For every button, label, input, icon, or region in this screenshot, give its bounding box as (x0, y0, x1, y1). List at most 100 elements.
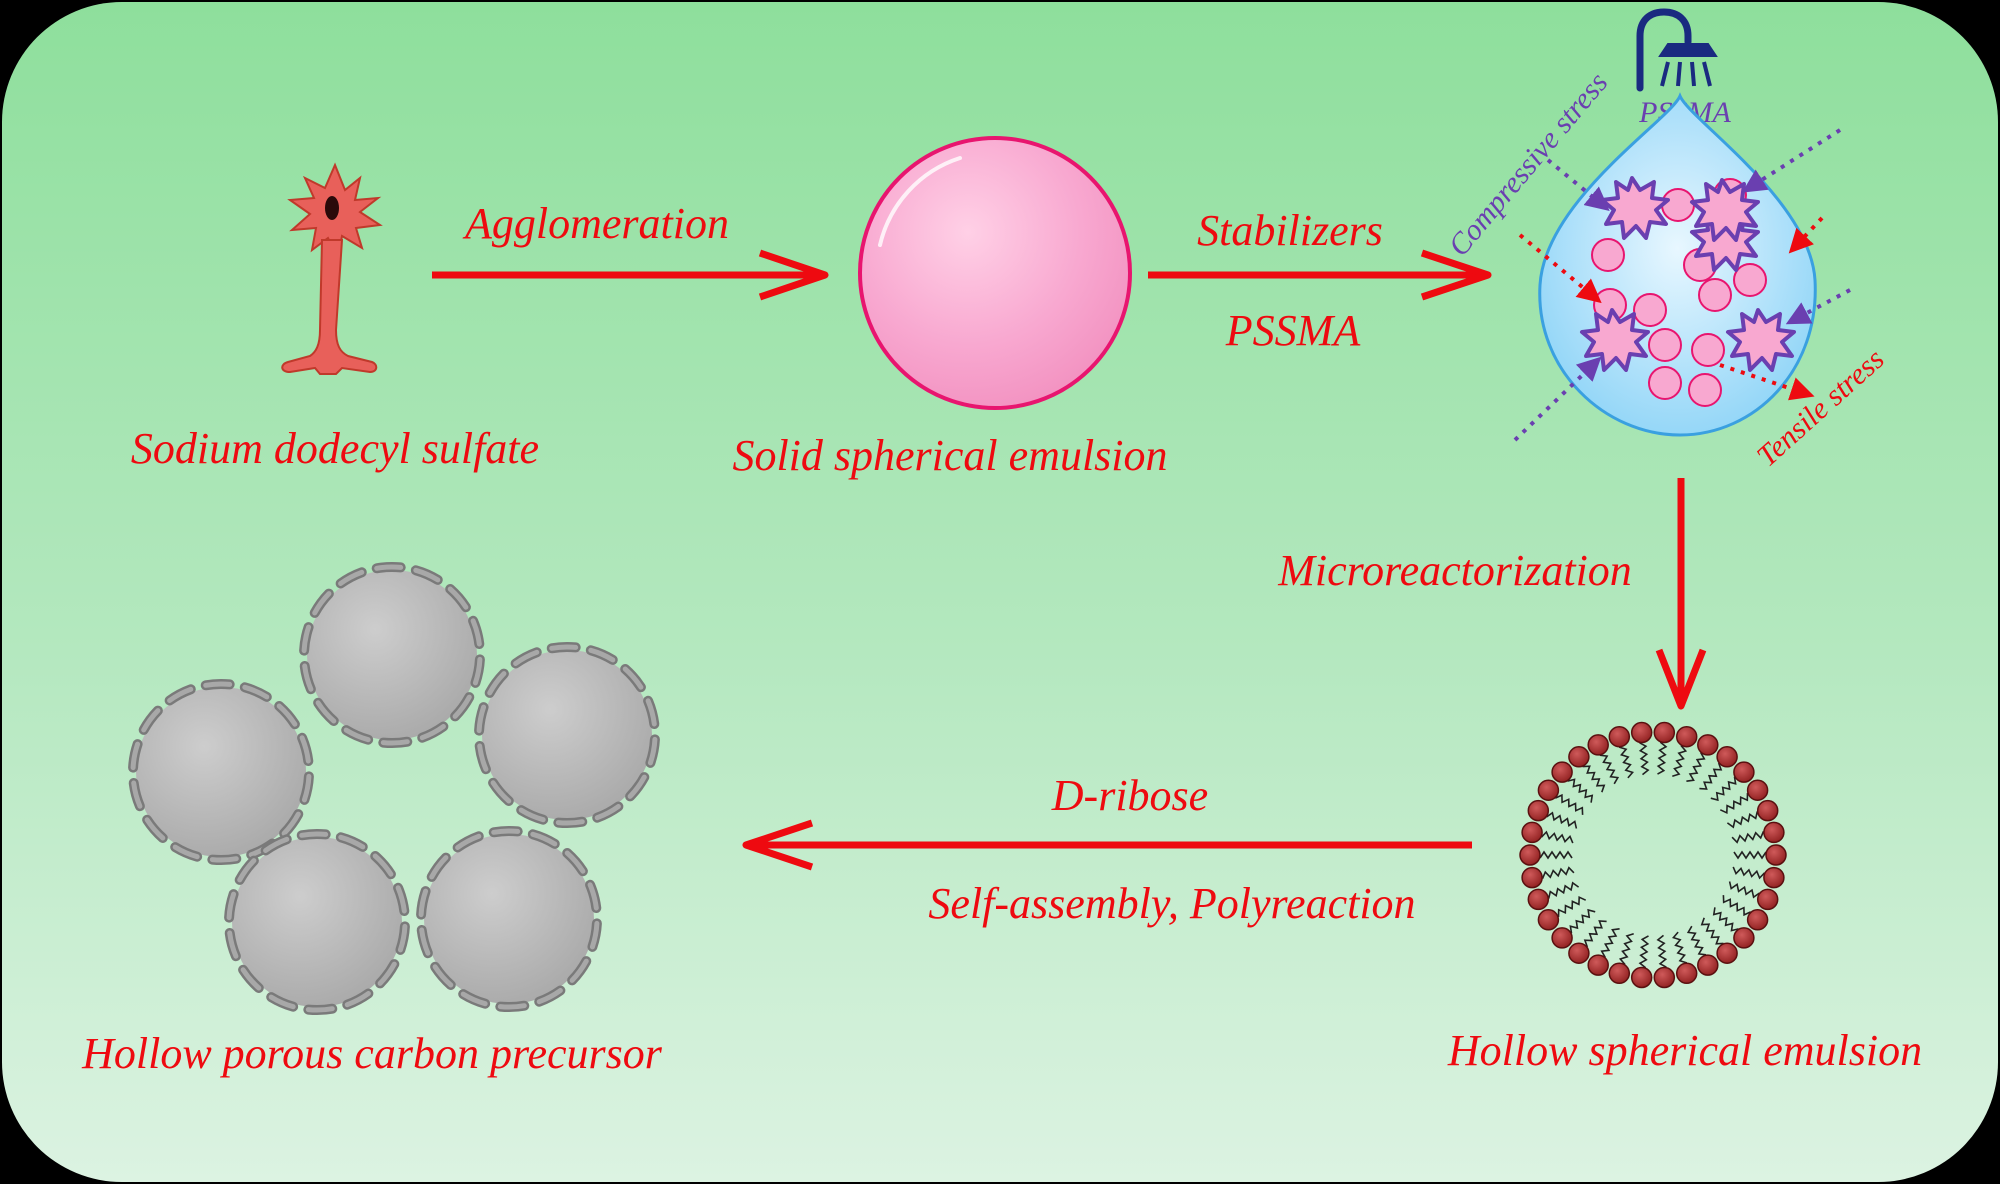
solid-spherical-emulsion (858, 136, 1132, 410)
carbon-precursor-label: Hollow porous carbon precursor (81, 1029, 663, 1078)
lipid-head-icon (1733, 761, 1755, 783)
sds-label: Sodium dodecyl sulfate (131, 424, 539, 473)
carbon-precursor-spheres (128, 562, 660, 1015)
shell-segment-highlight (419, 724, 446, 741)
shell-segment-highlight (647, 736, 658, 766)
microreactorization-label: Microreactorization (1277, 546, 1632, 595)
lipid-tail (1710, 776, 1737, 802)
shell-segment-highlight (429, 855, 449, 880)
shell-segment-highlight (627, 774, 647, 799)
shell-segment-highlight (305, 1006, 335, 1013)
shell-segment-highlight (594, 804, 621, 821)
lipid-head-icon (1608, 725, 1631, 748)
lipid-tail (1554, 793, 1584, 815)
shell-segment-highlight (472, 656, 483, 686)
shell-segment-highlight (343, 727, 371, 743)
lipid-head-icon (1675, 962, 1698, 985)
lipid-head-icon (1537, 909, 1560, 931)
porous-sphere (299, 562, 485, 748)
shell-segment-highlight (490, 780, 512, 804)
porous-sphere (416, 826, 602, 1012)
lipid-head-icon (1697, 954, 1719, 976)
lipid-tail (1540, 830, 1574, 844)
lipid-head-icon (1746, 779, 1769, 801)
shell-segment-highlight (518, 807, 546, 823)
shell-segment-highlight (144, 817, 166, 841)
shell-segment-highlight (487, 671, 507, 696)
shell-segment-highlight (491, 828, 521, 835)
shell-segment-highlight (299, 735, 311, 764)
lipid-tail (1686, 752, 1706, 782)
lipid-head-icon (1756, 888, 1779, 911)
shell-segment-highlight (530, 831, 558, 847)
sphere-body (424, 834, 594, 1004)
lipid-tail (1618, 932, 1634, 966)
lipid-head-icon (1630, 721, 1653, 744)
lipid-tail (1557, 895, 1587, 918)
shell-segment-highlight (589, 920, 600, 950)
agglomeration-arrow (432, 249, 829, 301)
shell-segment-highlight (344, 991, 371, 1008)
lipid-tail (1726, 811, 1759, 829)
lipid-tail (1731, 830, 1765, 844)
shell-segment-highlight (167, 686, 194, 703)
solid-emulsion-label: Solid spherical emulsion (732, 431, 1167, 480)
lipid-head-icon (1551, 927, 1573, 949)
lipid-tail (1672, 744, 1688, 778)
sphere-body (482, 650, 652, 820)
lipid-head-icon (1653, 966, 1676, 989)
lipid-head-icon (1763, 821, 1785, 844)
lipid-head-icon (1519, 844, 1541, 866)
shell-segment-highlight (497, 1003, 527, 1010)
shell-segment-highlight (240, 967, 262, 991)
shell-segment-highlight (301, 624, 312, 654)
lipid-head-icon (1587, 734, 1609, 756)
lipid-tail (1712, 907, 1739, 932)
lipid-head-icon (1697, 734, 1719, 756)
shell-segment-highlight (549, 644, 579, 651)
shell-segment-highlight (455, 833, 482, 850)
lipid-tail (1569, 908, 1596, 934)
shell-segment-highlight (299, 831, 329, 838)
shell-segment-highlight (587, 882, 599, 911)
lipid-head-icon (1630, 966, 1653, 989)
shell-segment-highlight (281, 811, 301, 836)
stabilizer-arrow (1148, 249, 1492, 301)
shell-segment-highlight (131, 780, 143, 809)
shell-segment-highlight (172, 844, 200, 860)
shell-segment-highlight (588, 647, 616, 663)
shell-segment-highlight (622, 666, 644, 690)
lipid-tail (1656, 741, 1668, 775)
lipid-head-icon (1765, 844, 1787, 866)
lipid-tail (1599, 754, 1620, 785)
shell-segment-highlight (374, 564, 404, 571)
lipid-tail (1700, 917, 1724, 945)
lipid-head-icon (1521, 821, 1543, 844)
shell-segment-highlight (536, 988, 563, 1005)
stabilizers-label: Stabilizers (1197, 206, 1383, 255)
lipid-head-icon (1527, 888, 1550, 911)
shell-segment-highlight (447, 586, 469, 610)
shell-segment-highlight (276, 703, 298, 727)
lipid-head-icon (1716, 746, 1738, 768)
lipid-tail (1733, 850, 1767, 860)
lipid-tail (1728, 881, 1760, 899)
lipid-head-icon (1746, 909, 1769, 931)
shell-segment-highlight (477, 743, 489, 772)
sphere-body (232, 837, 402, 1007)
shell-segment-highlight (312, 591, 332, 616)
self-assembly-arrow (742, 819, 1472, 871)
microreactorization-arrow (1655, 478, 1707, 710)
shell-segment-highlight (338, 834, 366, 850)
lipid-head-icon (1716, 942, 1738, 964)
shell-segment-highlight (418, 888, 429, 918)
sds-molecule-icon (281, 162, 383, 375)
shell-segment-highlight (130, 741, 141, 771)
shell-segment-highlight (476, 704, 487, 734)
lipid-tail (1600, 928, 1620, 958)
compressive-stress-arrows (1513, 128, 1851, 442)
shell-segment-highlight (397, 923, 408, 953)
lipid-tail (1656, 934, 1668, 968)
agglomeration-label: Agglomeration (462, 199, 729, 248)
shell-segment-highlight (513, 649, 540, 666)
